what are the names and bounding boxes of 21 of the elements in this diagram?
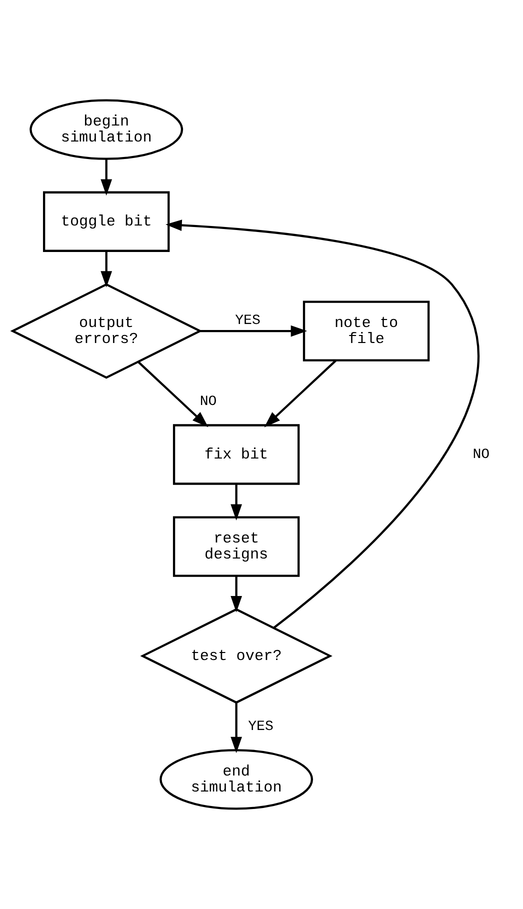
node-box: fix bit bbox=[172, 424, 300, 485]
arrow bbox=[264, 360, 337, 428]
arrow bbox=[200, 325, 308, 337]
arrow bbox=[138, 361, 208, 428]
node-diamond: output errors? bbox=[10, 283, 202, 379]
node-ellipse: begin simulation bbox=[30, 99, 184, 160]
arrow bbox=[100, 159, 112, 196]
node-box: reset designs bbox=[172, 516, 300, 577]
edge-label: YES bbox=[235, 312, 260, 329]
node-diamond: test over? bbox=[140, 608, 332, 704]
arrow bbox=[230, 484, 242, 520]
arrow bbox=[230, 702, 242, 754]
edge-label: NO bbox=[472, 447, 490, 464]
arrow bbox=[166, 220, 480, 629]
arrow bbox=[100, 250, 112, 288]
node-box: toggle bit bbox=[42, 191, 170, 252]
arrow bbox=[230, 576, 242, 612]
node-box: note to file bbox=[302, 300, 430, 362]
edge-label: NO bbox=[200, 394, 217, 410]
node-ellipse: end simulation bbox=[160, 749, 314, 810]
edge-label: YES bbox=[248, 719, 274, 736]
